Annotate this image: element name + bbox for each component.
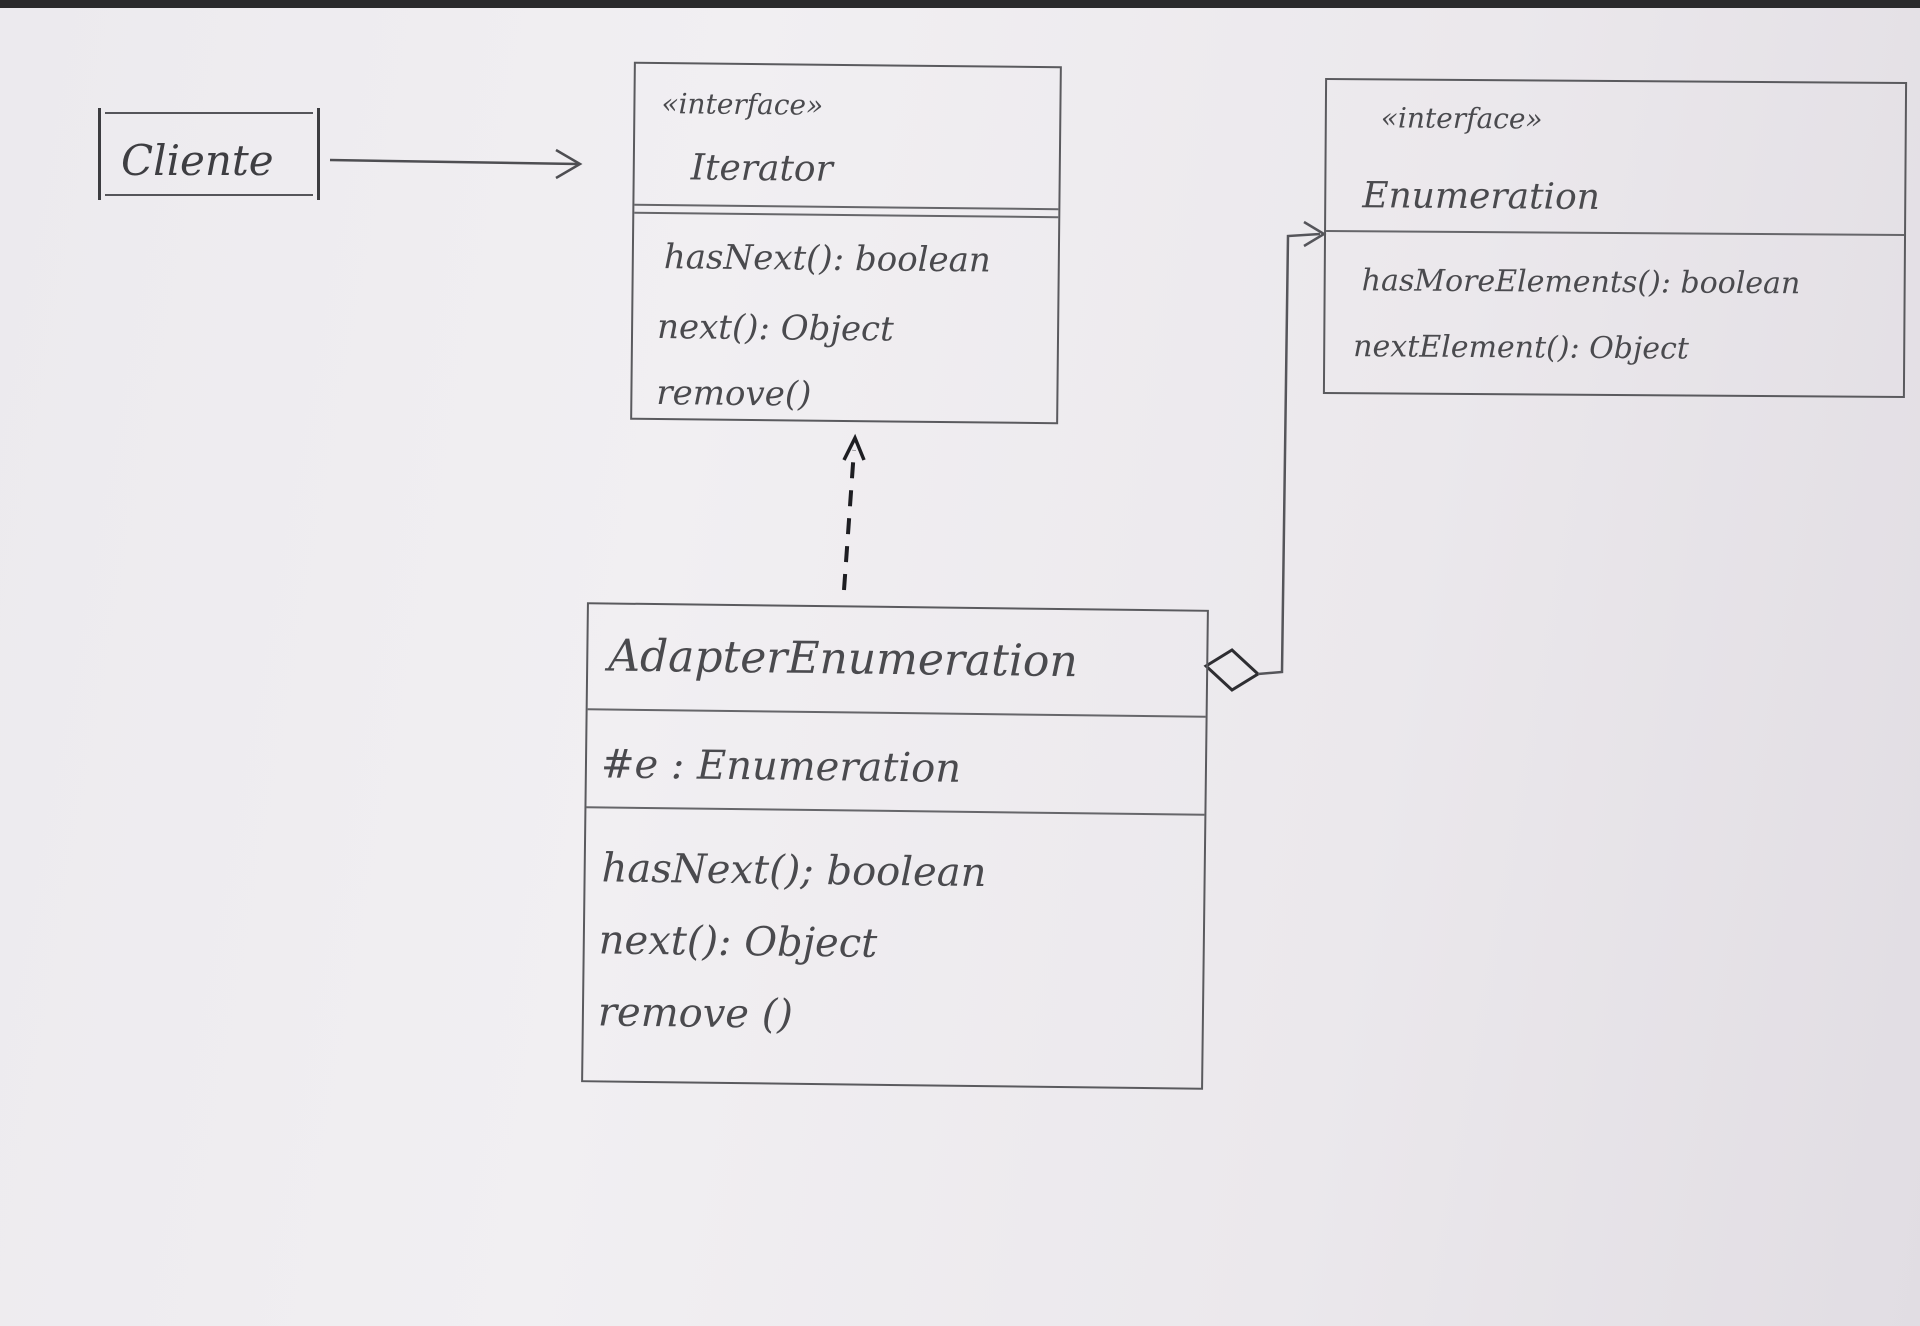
association-arrowhead [555,148,583,180]
adapter-divider-name [587,708,1206,718]
enumeration-method: nextElement(): Object [1353,329,1689,367]
aggregation-arrowhead [1303,220,1327,248]
enumeration-divider [1326,229,1905,237]
iterator-stereotype: «interface» [661,87,824,122]
iterator-divider-2 [634,211,1059,219]
adapter-method: hasNext(); boolean [601,845,987,897]
adapter-divider-attrs [586,806,1205,816]
iterator-method: hasNext(): boolean [663,237,992,281]
realization-adapter-iterator [842,449,856,591]
iterator-method: remove() [656,373,812,415]
iterator-name: Iterator [690,147,834,190]
class-cliente: Cliente [98,108,320,200]
class-adapter-enumeration: AdapterEnumeration #e : Enumeration hasN… [581,602,1209,1090]
cliente-name: Cliente [121,136,274,185]
adapter-name: AdapterEnumeration [607,630,1079,688]
cliente-top-line [105,112,313,114]
aggregation-adapter-enumeration [1257,232,1321,676]
enumeration-name: Enumeration [1362,175,1601,218]
iterator-divider [634,203,1059,211]
enumeration-method: hasMoreElements(): boolean [1361,263,1801,302]
realization-arrowhead [842,433,866,461]
adapter-attribute: #e : Enumeration [600,741,962,792]
iterator-method: next(): Object [656,307,894,350]
interface-iterator: «interface» Iterator hasNext(): boolean … [630,61,1062,425]
interface-enumeration: «interface» Enumeration hasMoreElements(… [1322,77,1908,399]
cliente-bottom-line [105,194,313,196]
enumeration-stereotype: «interface» [1380,101,1543,136]
association-cliente-iterator [329,158,579,166]
aggregation-diamond [1203,648,1261,692]
adapter-method: remove () [597,989,794,1038]
adapter-method: next(): Object [598,917,878,967]
